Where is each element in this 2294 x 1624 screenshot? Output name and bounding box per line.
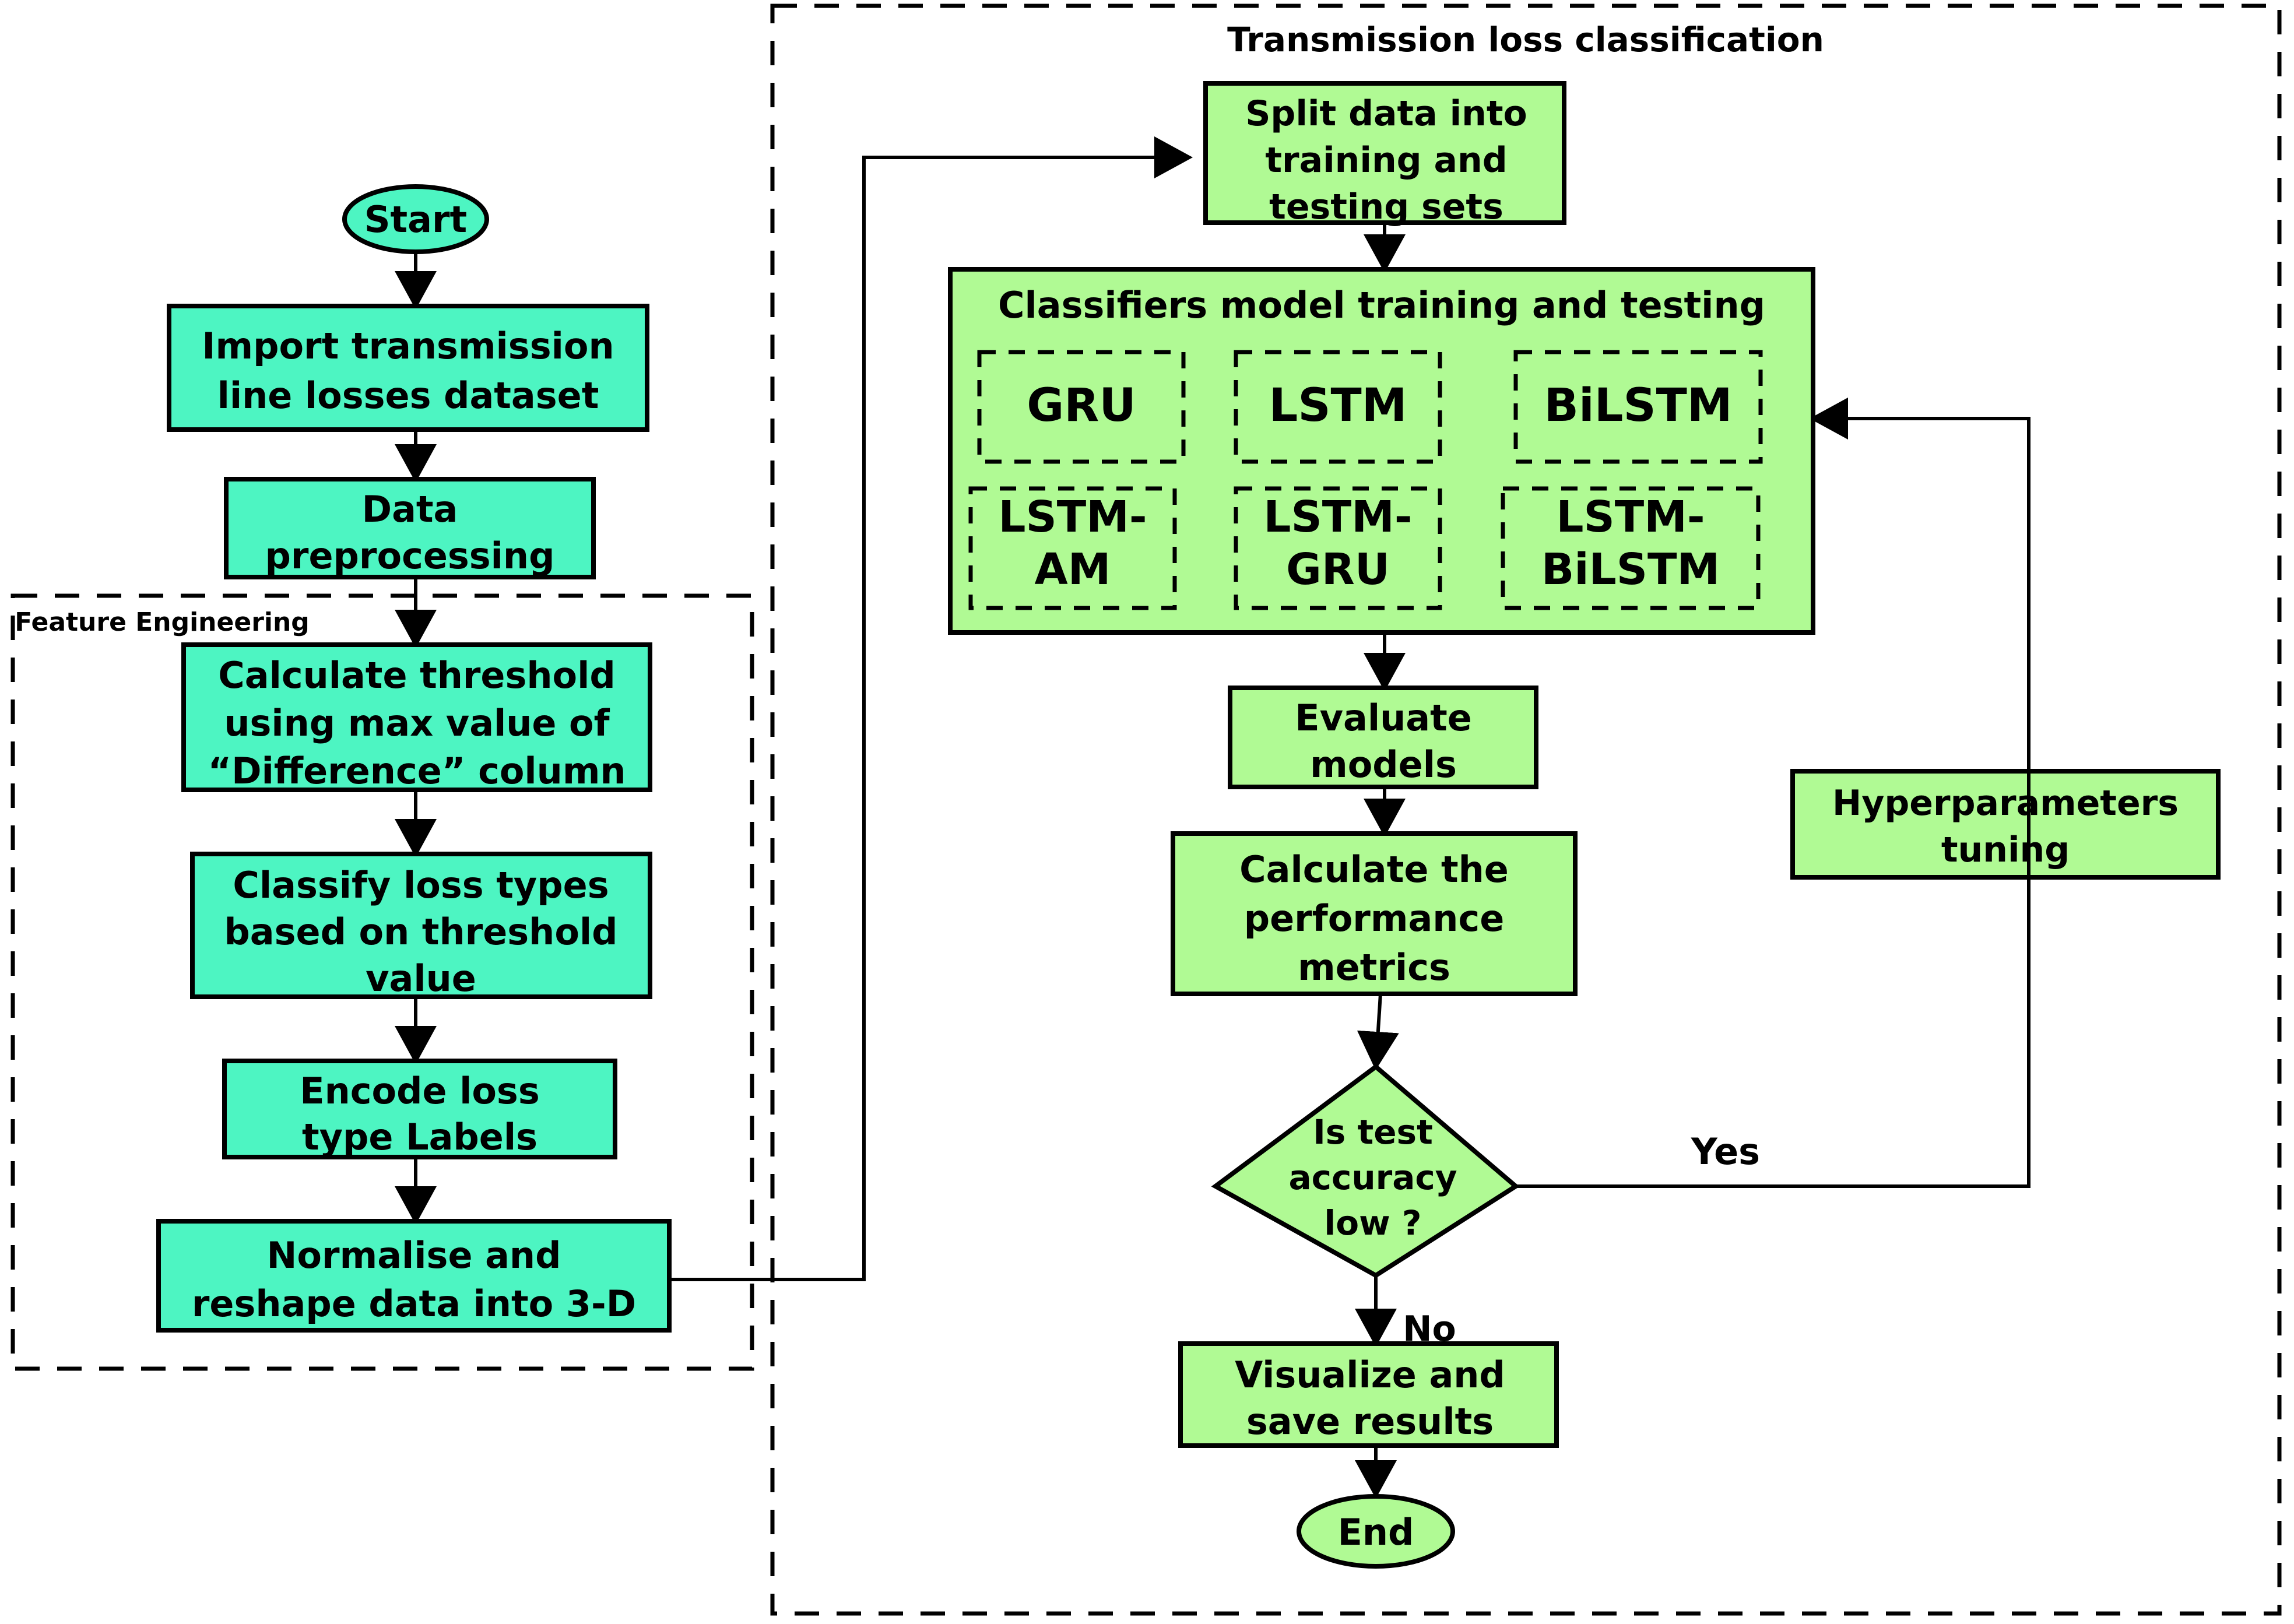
node-hyper-line2: tuning [1941, 829, 2070, 870]
group-title-feature-engineering: Feature Engineering [15, 607, 310, 637]
node-evaluate-models[interactable]: Evaluate models [1228, 686, 1538, 789]
node-visualize-line2: save results [1246, 1400, 1494, 1443]
model-label-bilstm: BiLSTM [1544, 379, 1733, 432]
model-box-lstm-gru[interactable]: LSTM- GRU [1234, 486, 1442, 610]
node-decision-line3: low ? [1324, 1203, 1421, 1243]
node-split-line3: testing sets [1269, 187, 1503, 227]
node-start-label: Start [364, 198, 467, 241]
node-end[interactable]: End [1297, 1494, 1455, 1569]
node-evaluate-line1: Evaluate [1295, 697, 1472, 739]
node-hyperparameters-tuning[interactable]: Hyperparameters tuning [1790, 769, 2221, 880]
node-classify-line1: Classify loss types [233, 864, 609, 906]
node-data-preprocessing[interactable]: Data preprocessing [224, 477, 596, 579]
group-title-transmission-loss: Transmission loss classification [1227, 20, 1824, 59]
node-encode-labels[interactable]: Encode loss type Labels [222, 1059, 617, 1159]
model-box-lstm-bilstm[interactable]: LSTM- BiLSTM [1501, 486, 1761, 610]
node-start[interactable]: Start [342, 184, 489, 254]
node-encode-line2: type Labels [302, 1116, 538, 1158]
node-encode-line1: Encode loss [300, 1070, 540, 1112]
node-metrics-line3: metrics [1298, 946, 1450, 989]
node-normalise-reshape[interactable]: Normalise and reshape data into 3-D [156, 1219, 672, 1333]
node-classifiers-container[interactable]: Classifiers model training and testing G… [948, 267, 1815, 635]
model-label-lstm-gru-line1: LSTM- [1263, 492, 1412, 542]
edge-metrics-to-decision [1357, 993, 1399, 1070]
model-box-gru[interactable]: GRU [977, 350, 1186, 464]
node-classifiers-title: Classifiers model training and testing [998, 284, 1765, 326]
node-calculate-threshold[interactable]: Calculate threshold using max value of “… [181, 642, 652, 792]
node-preprocess-line1: Data [362, 488, 458, 530]
edge-label-yes: Yes [1691, 1130, 1760, 1173]
model-label-lstm-gru-line2: GRU [1286, 544, 1390, 595]
node-classify-loss-types[interactable]: Classify loss types based on threshold v… [190, 852, 652, 1000]
node-evaluate-line2: models [1310, 743, 1457, 786]
node-split-line2: training and [1265, 140, 1507, 181]
node-normalise-line1: Normalise and [267, 1234, 561, 1277]
node-decision-test-accuracy[interactable]: Is test accuracy low ? [1211, 1063, 1520, 1278]
node-classify-line2: based on threshold [224, 911, 617, 953]
node-visualize-line1: Visualize and [1235, 1354, 1505, 1396]
node-import-dataset[interactable]: Import transmission line losses dataset [167, 304, 649, 432]
node-split-data[interactable]: Split data into training and testing set… [1203, 81, 1566, 227]
node-normalise-line2: reshape data into 3-D [192, 1282, 636, 1325]
node-classify-line3: value [366, 957, 476, 1000]
model-box-lstm[interactable]: LSTM [1234, 350, 1442, 464]
node-decision-line2: accuracy [1288, 1158, 1457, 1197]
node-hyper-line1: Hyperparameters [1832, 783, 2179, 824]
node-visualize-save[interactable]: Visualize and save results [1178, 1341, 1559, 1448]
model-label-lstm: LSTM [1269, 379, 1407, 432]
edge-normalise-to-split [669, 136, 1193, 1281]
node-threshold-line2: using max value of [224, 702, 610, 744]
node-decision-line1: Is test [1313, 1112, 1433, 1152]
node-threshold-line3: “Difference” column [208, 750, 626, 792]
node-preprocess-line2: preprocessing [265, 535, 555, 577]
model-box-lstm-am[interactable]: LSTM- AM [968, 486, 1177, 610]
node-threshold-line1: Calculate threshold [218, 654, 616, 697]
node-import-line2: line losses dataset [217, 374, 599, 417]
model-label-lstm-bilstm-line2: BiLSTM [1541, 544, 1720, 595]
model-box-bilstm[interactable]: BiLSTM [1513, 350, 1763, 464]
model-label-gru: GRU [1027, 379, 1136, 432]
node-end-label: End [1338, 1511, 1414, 1553]
node-calculate-metrics[interactable]: Calculate the performance metrics [1171, 831, 1578, 996]
model-label-lstm-bilstm-line1: LSTM- [1556, 492, 1705, 542]
model-label-lstm-am-line1: LSTM- [998, 492, 1147, 542]
node-metrics-line2: performance [1244, 897, 1505, 940]
node-metrics-line1: Calculate the [1239, 848, 1509, 891]
node-split-line1: Split data into [1245, 93, 1527, 134]
group-transmission-loss-classification [770, 3, 2282, 1616]
model-label-lstm-am-line2: AM [1035, 544, 1111, 595]
node-import-line1: Import transmission [202, 325, 614, 367]
